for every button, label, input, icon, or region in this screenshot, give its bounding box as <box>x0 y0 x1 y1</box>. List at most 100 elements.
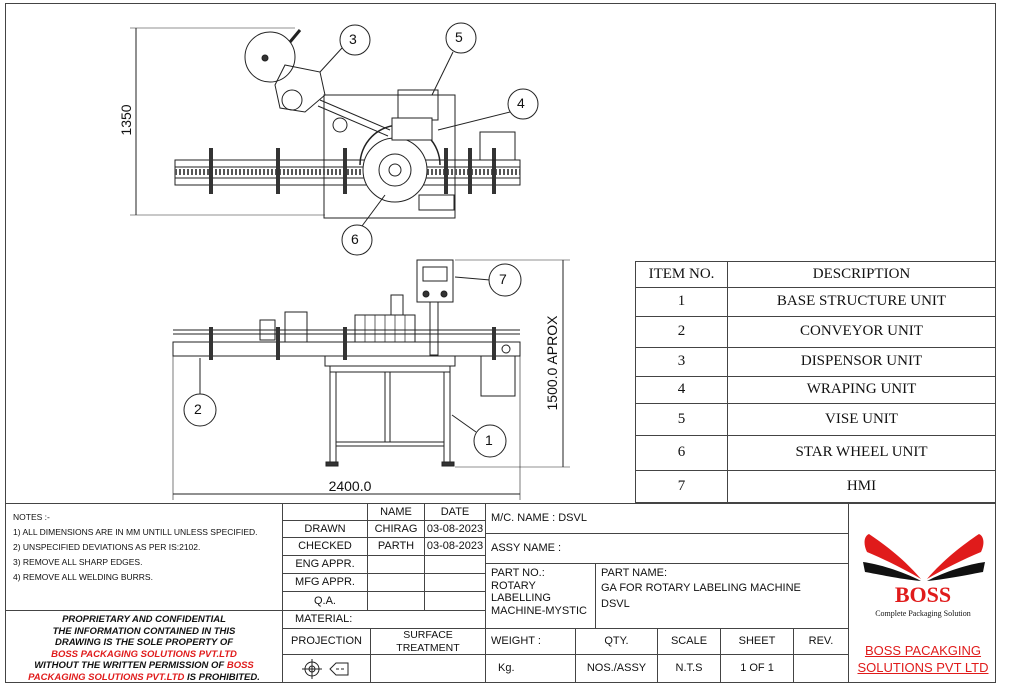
boss-wings-logo-icon <box>863 534 985 581</box>
prop-line: DRAWING IS THE SOLE PROPERTY OF <box>54 637 234 649</box>
item-desc: WRAPING UNIT <box>727 376 996 404</box>
item-no: 7 <box>635 470 728 503</box>
item-desc: HMI <box>727 470 996 503</box>
item-no: 6 <box>635 435 728 471</box>
qty-value: NOS./ASSY <box>575 654 658 683</box>
item-no: 2 <box>635 316 728 348</box>
callout-5 <box>445 22 477 54</box>
company-name: BOSS PACAKGING SOLUTIONS PVT LTD <box>849 642 997 676</box>
item-desc: STAR WHEEL UNIT <box>727 435 996 471</box>
callout-label: 3 <box>349 31 357 47</box>
approval-name <box>367 573 425 592</box>
assy-name: ASSY NAME : <box>485 533 849 564</box>
item-no: 1 <box>635 287 728 317</box>
notes-title: NOTES :- <box>13 512 50 522</box>
approval-date: 03-08-2023 <box>424 520 486 538</box>
approval-date <box>424 591 486 611</box>
scale-value: N.T.S <box>657 654 721 683</box>
note: 2) UNSPECIFIED DEVIATIONS AS PER IS:2102… <box>13 542 201 552</box>
hmi-post <box>429 301 439 356</box>
surface-treatment-label: SURFACE TREATMENT <box>370 628 486 655</box>
dimension-1500: 1500.0 APROX <box>544 315 560 411</box>
sheet-value: 1 OF 1 <box>720 654 794 683</box>
callout-circles <box>183 22 539 458</box>
dimension-1350: 1350 <box>118 104 134 136</box>
prop-line: THE INFORMATION CONTAINED IN THIS <box>52 625 236 637</box>
approval-date: 03-08-2023 <box>424 537 486 556</box>
callout-7 <box>488 263 522 297</box>
name-header: NAME <box>367 503 425 521</box>
item-no: 5 <box>635 403 728 436</box>
approval-label: ENG APPR. <box>282 555 368 574</box>
approval-label: DRAWN <box>282 520 368 538</box>
side-box <box>480 355 516 397</box>
item-desc: CONVEYOR UNIT <box>727 316 996 348</box>
approval-name <box>367 555 425 574</box>
callout-label: 6 <box>351 231 359 247</box>
top-view <box>130 27 521 227</box>
note: 4) REMOVE ALL WELDING BURRS. <box>13 572 153 582</box>
approval-label: Q.A. <box>282 591 368 611</box>
item-desc: DISPENSOR UNIT <box>727 347 996 377</box>
callout-2 <box>183 393 217 427</box>
prop-line: IS PROHIBITED. <box>187 671 260 683</box>
approval-name <box>367 591 425 611</box>
projection-label: PROJECTION <box>282 628 371 655</box>
projection-symbol <box>282 654 371 683</box>
callout-label: 4 <box>517 95 525 111</box>
date-header: DATE <box>424 503 486 521</box>
logo-tagline: Complete Packaging Solution <box>875 609 971 618</box>
callout-4 <box>507 88 539 120</box>
approval-date <box>424 555 486 574</box>
callout-label: 2 <box>194 401 202 417</box>
notes-box: NOTES :- 1) ALL DIMENSIONS ARE IN MM UNT… <box>5 503 283 611</box>
item-desc: VISE UNIT <box>727 403 996 436</box>
front-view <box>172 259 570 500</box>
part-no-value: ROTARY LABELLING MACHINE-MYSTIC <box>491 579 587 617</box>
rev-label: REV. <box>793 628 849 655</box>
rev-value <box>793 654 849 683</box>
callout-1 <box>473 424 507 458</box>
surface-treatment-value <box>370 654 486 683</box>
part-no: PART NO.: ROTARY LABELLING MACHINE-MYSTI… <box>485 563 596 629</box>
machine-name: M/C. NAME : DSVL <box>485 503 849 534</box>
callout-label: 1 <box>485 432 493 448</box>
scale-label: SCALE <box>657 628 721 655</box>
item-desc: BASE STRUCTURE UNIT <box>727 287 996 317</box>
note: 1) ALL DIMENSIONS ARE IN MM UNTILL UNLES… <box>13 527 258 537</box>
blank-cell <box>282 503 368 521</box>
dimension-2400: 2400.0 <box>328 478 372 494</box>
approval-name: CHIRAG <box>367 520 425 538</box>
proprietary-notice: PROPRIETARY AND CONFIDENTIAL THE INFORMA… <box>5 610 283 683</box>
base-plate <box>323 94 456 219</box>
weight-unit: Kg. <box>485 654 576 683</box>
prop-company: PACKAGING SOLUTIONS PVT.LTD <box>28 671 185 683</box>
weight-label: WEIGHT : <box>485 628 576 655</box>
callout-3 <box>339 24 371 56</box>
callout-label: 7 <box>499 271 507 287</box>
item-no-header: ITEM NO. <box>635 261 728 288</box>
part-name: PART NAME: GA FOR ROTARY LABELING MACHIN… <box>595 563 849 629</box>
item-no: 3 <box>635 347 728 377</box>
prop-line: WITHOUT THE WRITTEN PERMISSION OF <box>34 660 225 672</box>
sheet-label: SHEET <box>720 628 794 655</box>
approval-name: PARTH <box>367 537 425 556</box>
star-wheel <box>362 137 428 203</box>
logo-brand: BOSS <box>894 582 952 607</box>
logo-block: BOSS Complete Packaging Solution BOSS PA… <box>848 503 996 683</box>
third-angle-projection-icon <box>301 658 348 679</box>
label-reel <box>244 31 296 83</box>
part-name-value: GA FOR ROTARY LABELING MACHINE DSVL <box>601 581 801 610</box>
company-line: SOLUTIONS PVT LTD <box>857 660 989 675</box>
qty-label: QTY. <box>575 628 658 655</box>
note: 3) REMOVE ALL SHARP EDGES. <box>13 557 143 567</box>
part-no-label: PART NO.: <box>491 567 545 579</box>
dispensor <box>274 64 326 113</box>
part-name-label: PART NAME: <box>601 567 668 579</box>
callout-label: 5 <box>455 29 463 45</box>
approval-label: CHECKED <box>282 537 368 556</box>
prop-company: BOSS PACKAGING SOLUTIONS PVT.LTD <box>51 648 237 660</box>
description-header: DESCRIPTION <box>727 261 996 288</box>
approval-label: MFG APPR. <box>282 573 368 592</box>
